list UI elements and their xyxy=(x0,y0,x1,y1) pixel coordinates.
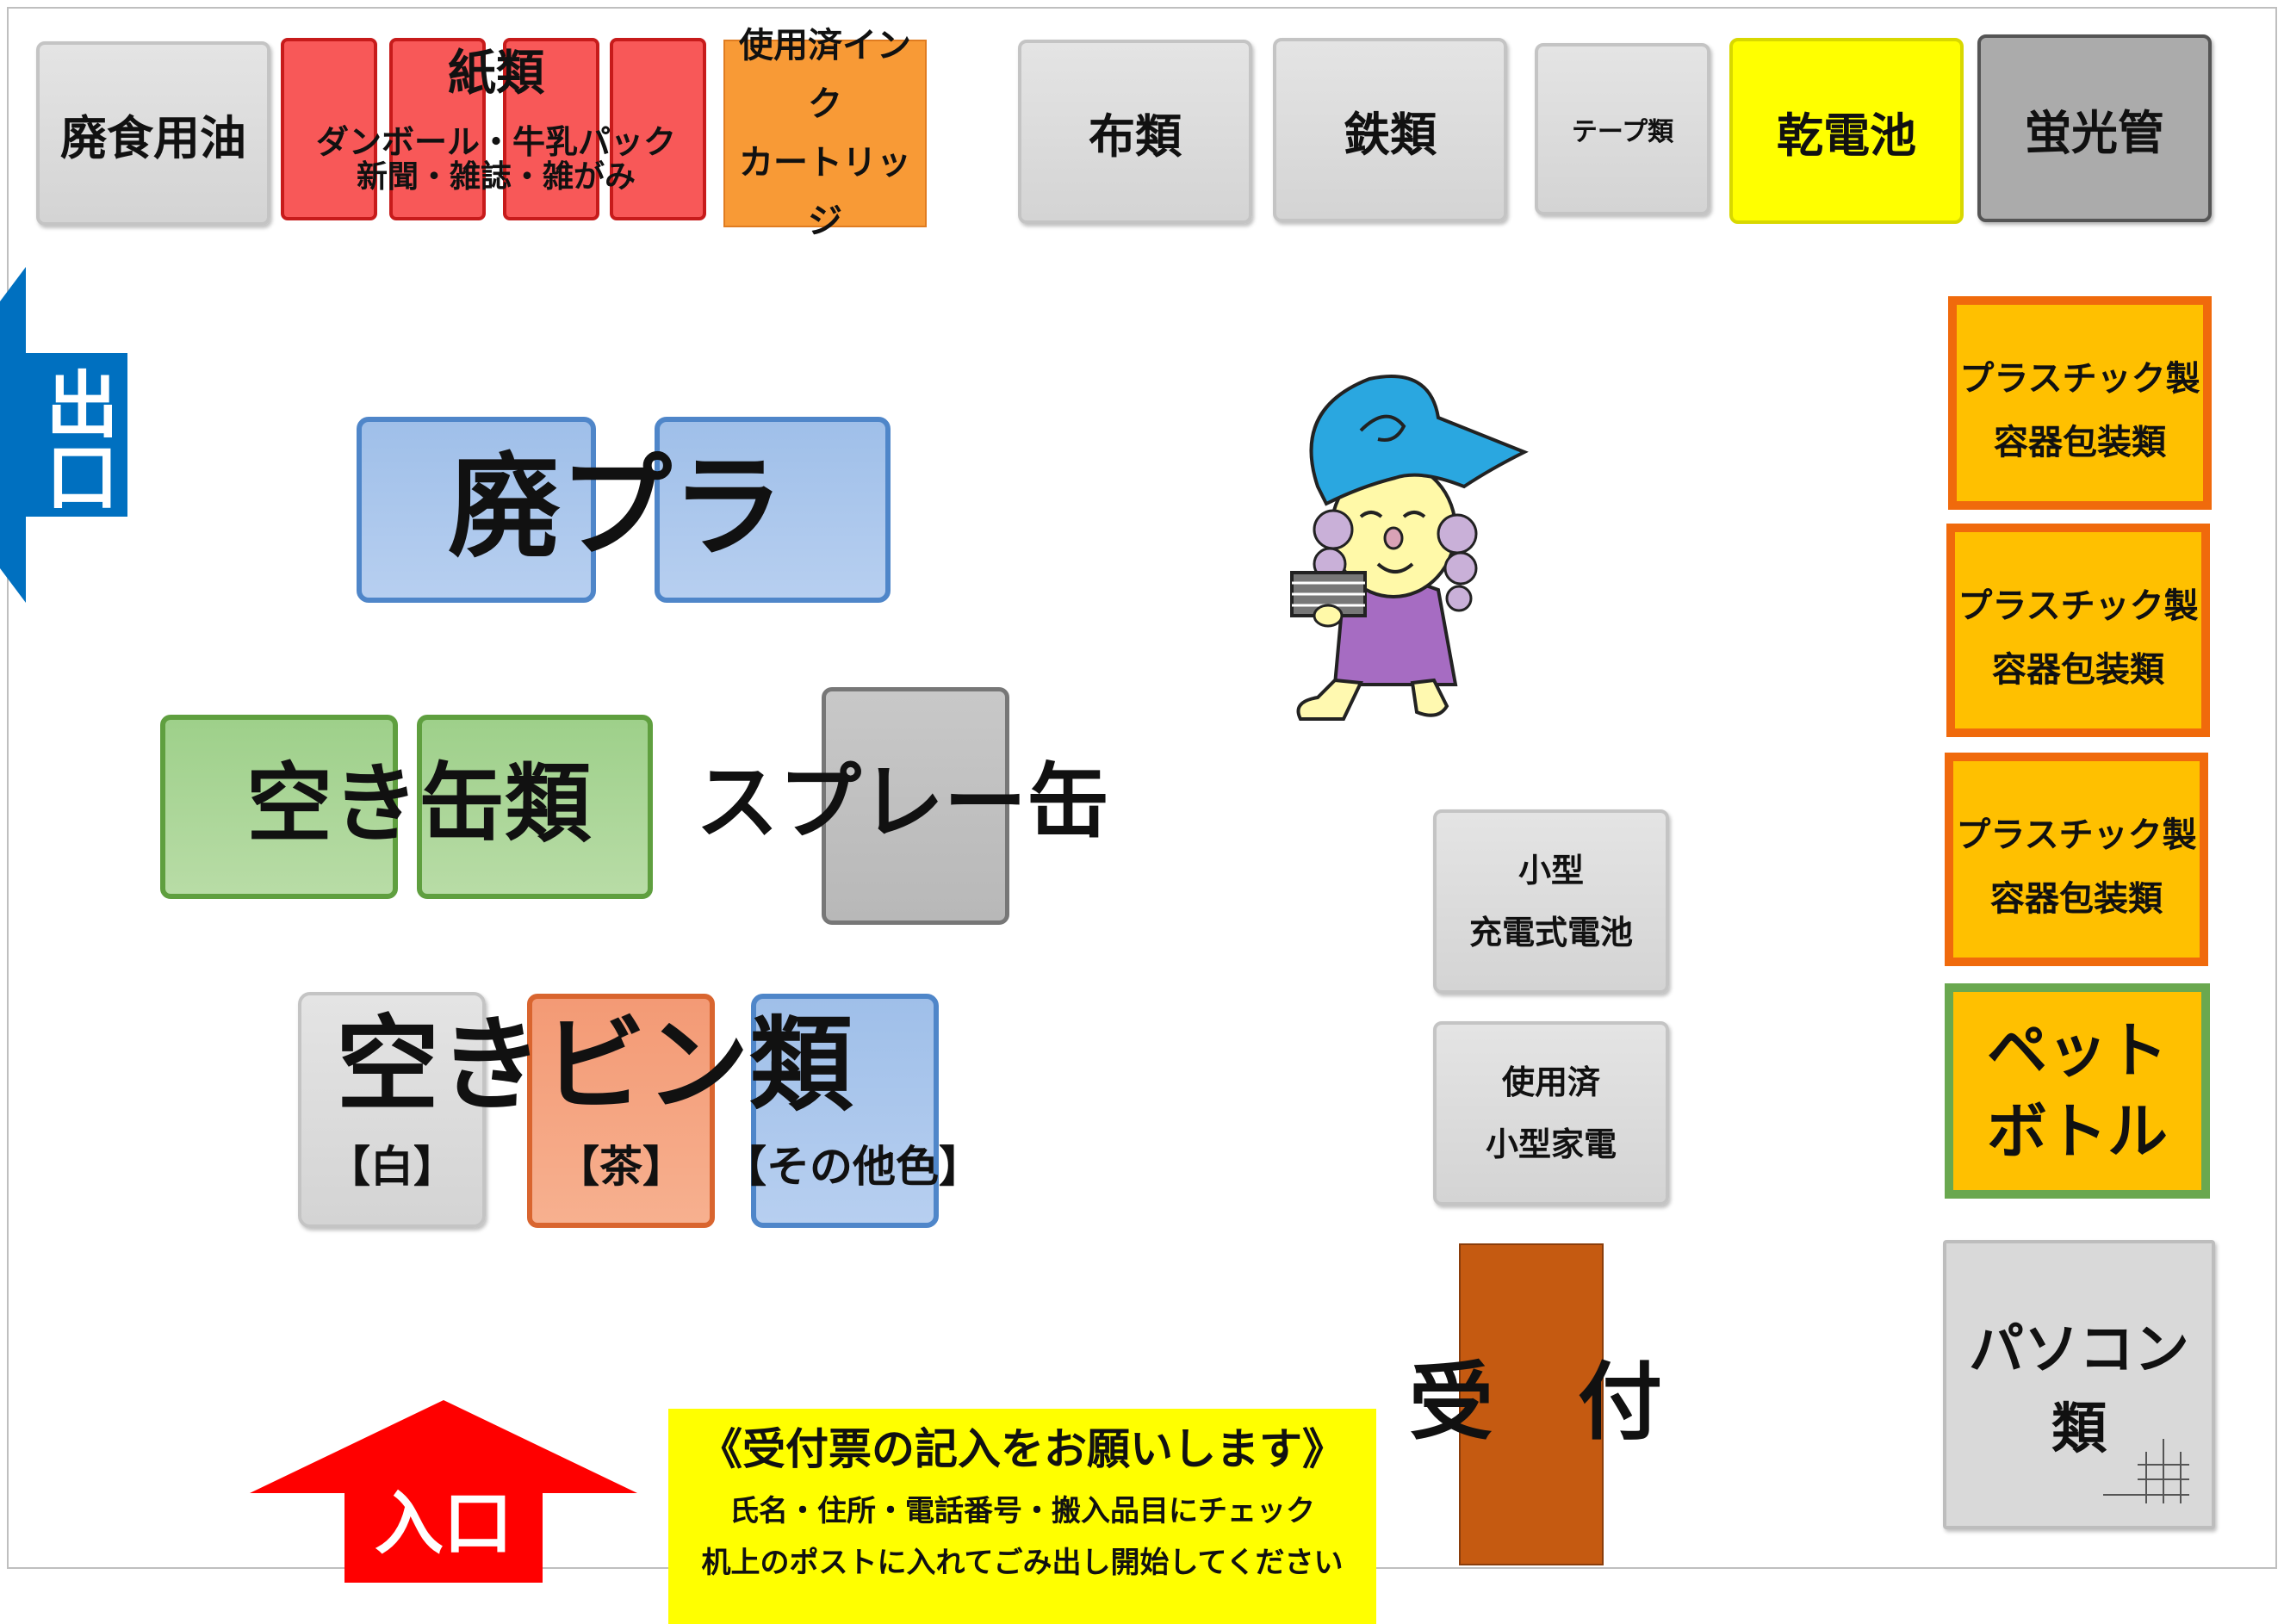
small-rechargeable-line2: 充電式電池 xyxy=(1468,914,1633,951)
mascot-character-icon xyxy=(1290,375,1529,721)
exit-arrow-icon xyxy=(0,267,127,603)
waste-cooking-oil-label: 廃食用油 xyxy=(60,110,246,165)
small-rechargeable-battery-bin: 小型 充電式電池 xyxy=(1433,809,1669,994)
spray-can-bin xyxy=(822,687,1009,925)
paper-title: 紙類 xyxy=(448,46,544,102)
dry-battery-bin: 乾電池 xyxy=(1729,38,1964,224)
plastic-packaging-2-line2: 容器包装類 xyxy=(1992,650,2164,690)
bottle-bin-brown xyxy=(527,994,715,1228)
waste-cooking-oil-bin: 廃食用油 xyxy=(36,41,270,226)
fluorescent-label: 蛍光管 xyxy=(2025,105,2164,160)
small-appliance-line1: 使用済 xyxy=(1501,1063,1600,1101)
bottle-brown-label: 【茶】 xyxy=(556,1142,686,1192)
plastic-packaging-bin-1: プラスチック製 容器包装類 xyxy=(1948,296,2212,510)
bottle-bin-other xyxy=(751,994,939,1228)
paper-bin-2 xyxy=(389,38,486,220)
plastic-packaging-2-line1: プラスチック製 xyxy=(1958,586,2199,626)
reception-desk xyxy=(1459,1243,1604,1565)
notice-line-1: 氏名・住所・電話番号・搬入品目にチェック xyxy=(729,1493,1315,1528)
waste-plastic-bin-2 xyxy=(655,417,891,603)
ink-label-2: カートリッジ xyxy=(739,143,911,241)
bottles-label: 空きビン類 xyxy=(336,1006,853,1125)
small-rechargeable-line1: 小型 xyxy=(1517,851,1584,889)
grid-icon xyxy=(2103,1439,2189,1503)
plastic-packaging-3-line1: プラスチック製 xyxy=(1956,815,2197,855)
waste-plastic-label: 廃プラ xyxy=(448,442,785,573)
plastic-packaging-1-line1: プラスチック製 xyxy=(1959,359,2200,399)
entrance-label: 入口 xyxy=(375,1484,512,1564)
pc-label: パソコン類 xyxy=(1969,1318,2189,1461)
paper-bin-1 xyxy=(281,38,377,220)
reception-notice: 《受付票の記入をお願いします》 氏名・住所・電話番号・搬入品目にチェック 机上の… xyxy=(668,1409,1376,1624)
plastic-packaging-1-line2: 容器包装類 xyxy=(1994,423,2166,462)
exit-label: 出口 xyxy=(34,367,119,511)
notice-line-2: 机上のポストに入れてごみ出し開始してください xyxy=(701,1546,1344,1581)
paper-bin-4 xyxy=(610,38,706,220)
cloth-bin: 布類 xyxy=(1018,40,1252,224)
pet-bottle-bin: ペット ボトル xyxy=(1945,983,2210,1199)
small-appliance-bin: 使用済 小型家電 xyxy=(1433,1021,1669,1206)
small-appliance-line2: 小型家電 xyxy=(1485,1125,1617,1163)
entrance-arrow-icon xyxy=(250,1400,637,1583)
bottle-other-label: 【その他色】 xyxy=(723,1142,982,1192)
pet-bottle-line1: ペット xyxy=(1987,1014,2168,1086)
empty-cans-label: 空き缶類 xyxy=(246,753,591,854)
fluorescent-bin: 蛍光管 xyxy=(1977,34,2212,222)
tape-label: テープ類 xyxy=(1571,117,1674,147)
reception-label: 受 付 xyxy=(1409,1354,1663,1452)
pc-bin: パソコン類 xyxy=(1943,1240,2215,1529)
plastic-packaging-3-line2: 容器包装類 xyxy=(1990,879,2163,919)
paper-bins: 紙類 ダンボール・牛乳パック 新聞・雑誌・雑がみ xyxy=(281,38,711,222)
ink-label-1: 使用済インク xyxy=(739,26,911,124)
cloth-label: 布類 xyxy=(1089,108,1182,164)
empty-cans-bin-2 xyxy=(417,715,653,899)
plastic-packaging-bin-3: プラスチック製 容器包装類 xyxy=(1945,753,2208,966)
bottle-bin-white xyxy=(298,992,486,1228)
plastic-packaging-bin-2: プラスチック製 容器包装類 xyxy=(1946,524,2210,737)
pet-bottle-line2: ボトル xyxy=(1987,1096,2168,1167)
iron-label: 鉄類 xyxy=(1344,107,1437,162)
tape-bin: テープ類 xyxy=(1535,43,1710,215)
bottle-white-label: 【白】 xyxy=(327,1142,456,1192)
paper-sub-1: ダンボール・牛乳パック xyxy=(315,123,676,161)
notice-title: 《受付票の記入をお願いします》 xyxy=(699,1424,1345,1474)
paper-bin-3 xyxy=(503,38,599,220)
empty-cans-bin-1 xyxy=(160,715,398,899)
dry-battery-label: 乾電池 xyxy=(1777,108,1916,163)
waste-plastic-bin-1 xyxy=(357,417,596,603)
ink-cartridge-bin: 使用済インク カートリッジ xyxy=(723,26,927,241)
paper-sub-2: 新聞・雑誌・雑がみ xyxy=(356,159,636,195)
iron-bin: 鉄類 xyxy=(1273,38,1507,222)
spray-can-label: スプレー缶 xyxy=(696,754,1109,851)
